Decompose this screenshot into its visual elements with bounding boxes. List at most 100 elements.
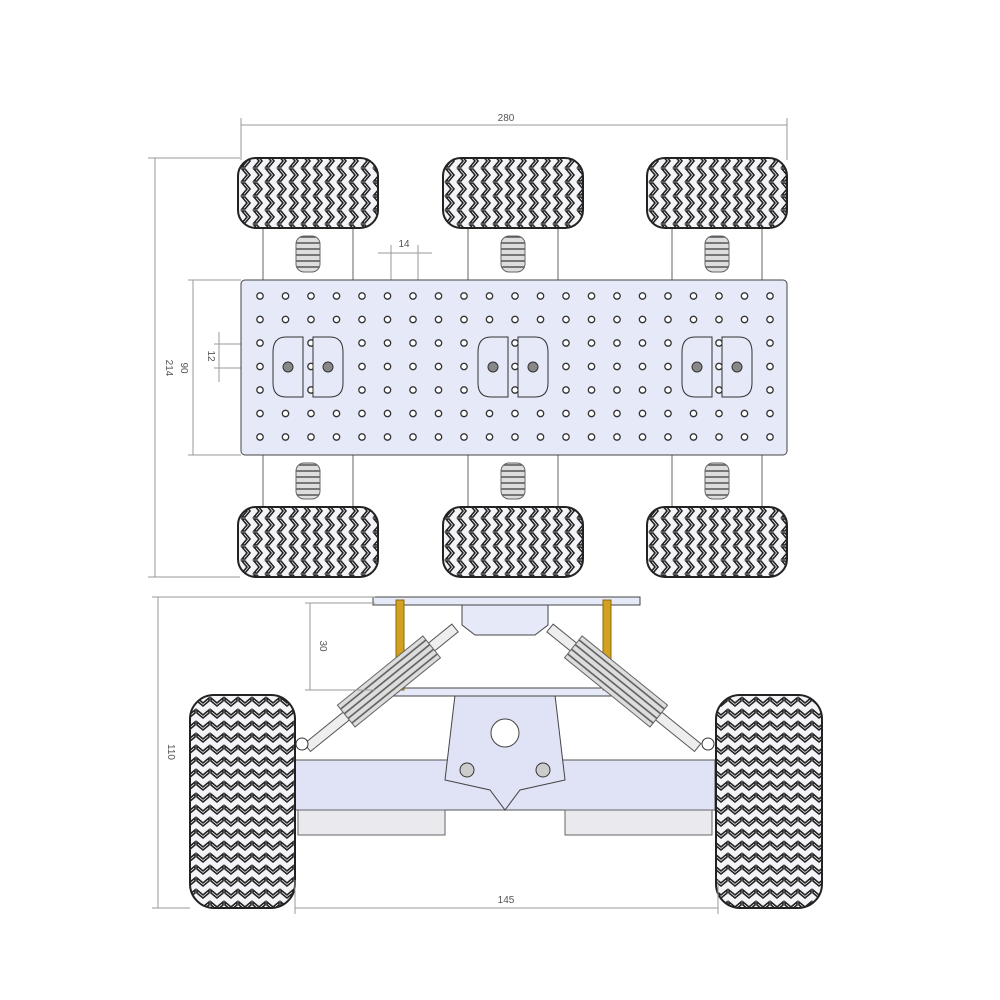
mounting-hole <box>281 409 290 418</box>
shock-absorber-right <box>546 623 702 753</box>
mounting-hole <box>562 292 570 300</box>
mounting-hole <box>460 315 468 324</box>
mounting-hole <box>332 315 341 324</box>
mounting-hole <box>434 292 443 300</box>
shock-spring <box>500 235 526 273</box>
mounting-hole <box>460 339 468 347</box>
mounting-hole <box>383 339 392 347</box>
mounting-hole <box>434 433 443 441</box>
mounting-hole <box>766 362 774 371</box>
dimension-overall-width: 214 <box>148 157 240 578</box>
skid-plate-left <box>297 809 446 836</box>
mounting-hole <box>434 409 443 418</box>
mounting-hole <box>587 315 596 324</box>
mounting-hole <box>409 433 417 441</box>
mounting-hole <box>409 409 417 418</box>
mounting-hole <box>638 386 647 394</box>
mounting-hole <box>766 339 774 347</box>
mounting-hole <box>689 409 698 418</box>
mounting-hole <box>307 409 315 418</box>
mounting-hole <box>689 315 698 324</box>
mounting-hole <box>613 433 621 441</box>
mounting-hole <box>511 339 519 347</box>
mounting-hole <box>536 315 545 324</box>
mounting-hole <box>562 433 570 441</box>
mounting-hole <box>587 386 596 394</box>
shock-spring <box>704 462 730 500</box>
mounting-hole <box>307 315 315 324</box>
mounting-hole <box>511 292 519 300</box>
top-plate <box>372 596 641 606</box>
mounting-hole <box>485 292 494 300</box>
screw-icon <box>322 361 334 373</box>
mounting-hole <box>460 362 468 371</box>
mounting-hole <box>715 409 723 418</box>
mounting-hole <box>409 362 417 371</box>
mounting-hole <box>715 433 723 441</box>
mounting-hole <box>460 433 468 441</box>
pivot-hole <box>490 718 520 748</box>
skid-plate-right <box>564 809 713 836</box>
mounting-hole <box>715 292 723 300</box>
mounting-hole <box>332 433 341 441</box>
mounting-hole <box>613 409 621 418</box>
mounting-hole <box>766 409 774 418</box>
mounting-hole <box>485 409 494 418</box>
front-view <box>189 596 823 909</box>
mounting-hole <box>562 409 570 418</box>
mounting-hole <box>332 292 341 300</box>
mounting-hole <box>485 433 494 441</box>
mounting-hole <box>434 386 443 394</box>
mounting-hole <box>383 362 392 371</box>
dimension-plate-gap: 30 <box>305 602 375 691</box>
mounting-hole <box>383 315 392 324</box>
mounting-hole <box>587 433 596 441</box>
wheel <box>237 157 379 229</box>
mounting-hole <box>536 433 545 441</box>
wheel <box>442 157 584 229</box>
mounting-hole <box>409 292 417 300</box>
mounting-hole <box>358 433 366 441</box>
mounting-hole <box>434 339 443 347</box>
mounting-hole <box>740 433 749 441</box>
mounting-hole <box>613 362 621 371</box>
mounting-hole <box>715 315 723 324</box>
mounting-hole <box>256 433 264 441</box>
dimension-label: 90 <box>178 362 189 374</box>
dimension-plate-width: 90 <box>178 279 241 456</box>
screw-icon <box>487 361 499 373</box>
wheel-left <box>189 694 296 909</box>
shock-spring <box>704 235 730 273</box>
mounting-hole <box>358 315 366 324</box>
shock-spring <box>500 462 526 500</box>
dimension-label: 110 <box>165 744 176 760</box>
mounting-hole <box>511 315 519 324</box>
mounting-hole <box>358 362 366 371</box>
upper-bracket <box>461 604 549 636</box>
mounting-hole <box>460 409 468 418</box>
mounting-hole <box>256 362 264 371</box>
mounting-hole <box>740 409 749 418</box>
dimension-label: 214 <box>163 360 174 377</box>
mounting-hole <box>281 433 290 441</box>
wheel <box>237 506 379 578</box>
shock-mount <box>295 737 309 751</box>
dimension-track-width: 145 <box>294 880 719 914</box>
dimension-label: 12 <box>205 350 216 362</box>
mounting-hole <box>664 362 672 371</box>
middle-plate <box>372 687 638 697</box>
mounting-hole <box>766 315 774 324</box>
mounting-hole <box>256 315 264 324</box>
mounting-hole <box>511 433 519 441</box>
dimension-label: 30 <box>317 640 328 652</box>
mounting-hole <box>613 339 621 347</box>
mounting-hole <box>256 386 264 394</box>
mounting-hole <box>638 433 647 441</box>
center-bracket <box>444 694 566 811</box>
mounting-hole <box>587 362 596 371</box>
mounting-hole <box>638 409 647 418</box>
mounting-hole <box>332 409 341 418</box>
mounting-hole <box>485 315 494 324</box>
mounting-hole <box>587 339 596 347</box>
mounting-hole <box>638 292 647 300</box>
